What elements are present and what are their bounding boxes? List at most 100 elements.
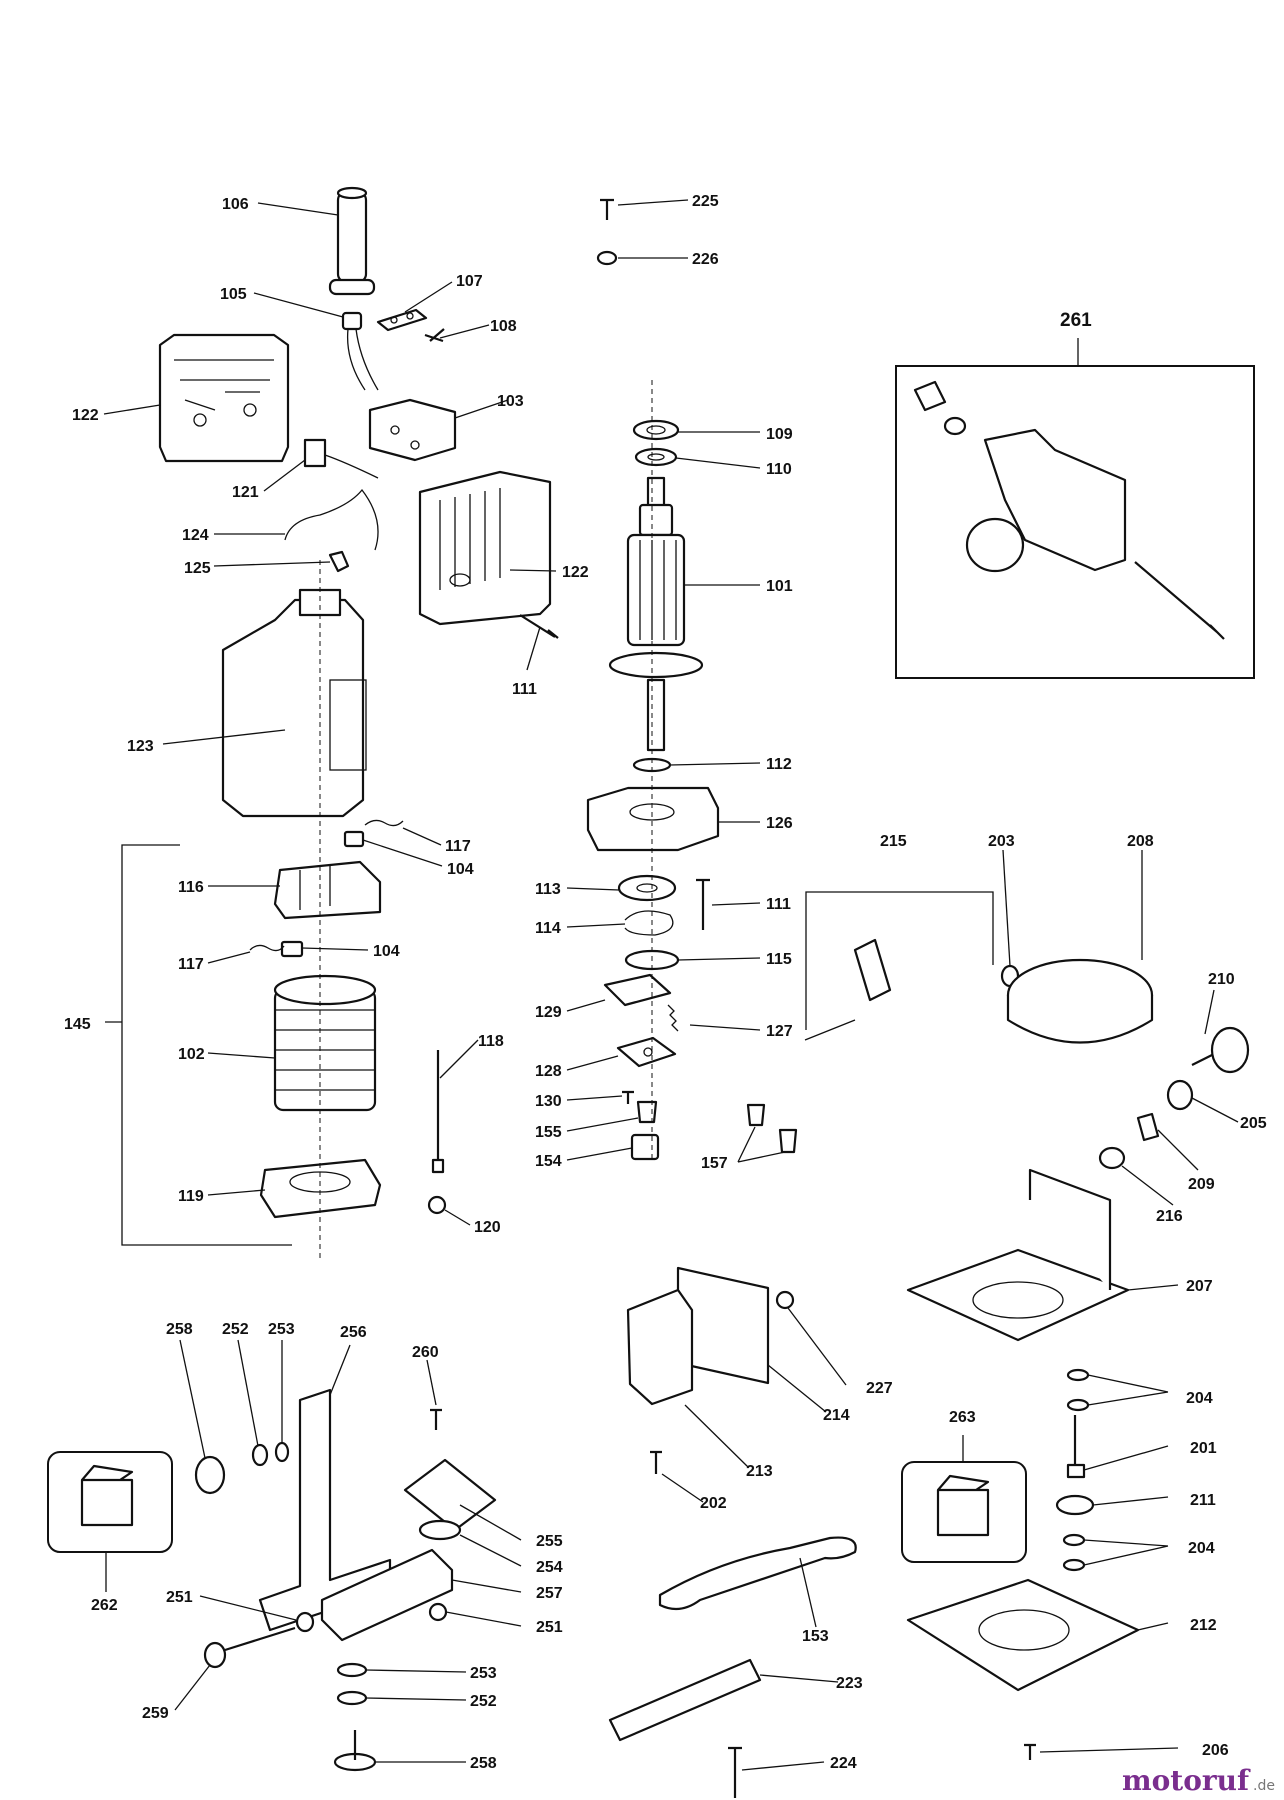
part-111-screw-b xyxy=(696,878,710,930)
callout-108: 108 xyxy=(490,318,517,335)
callout-115: 115 xyxy=(766,951,792,968)
part-116-brush-plate xyxy=(273,860,382,920)
callout-207: 207 xyxy=(1186,1278,1213,1295)
callout-154: 154 xyxy=(535,1153,562,1170)
callout-117a: 117 xyxy=(445,838,471,855)
callout-102: 102 xyxy=(178,1046,205,1063)
part-252-washer-b xyxy=(336,1690,368,1706)
part-206-screw xyxy=(1024,1743,1036,1760)
part-122-housing-rear xyxy=(158,333,290,463)
part-103-switch xyxy=(368,398,457,462)
callout-213: 213 xyxy=(746,1463,773,1480)
part-209-bushing xyxy=(1136,1112,1160,1142)
part-259-thumb-screw xyxy=(203,1626,296,1669)
callout-211: 211 xyxy=(1190,1492,1216,1509)
callout-113: 113 xyxy=(535,881,561,898)
part-226-nut xyxy=(596,250,618,266)
leader-lines xyxy=(103,199,1239,1771)
callout-111a: 111 xyxy=(512,681,537,698)
callout-106: 106 xyxy=(222,196,249,213)
callout-104b: 104 xyxy=(373,943,400,960)
callout-122b: 122 xyxy=(562,564,589,581)
callout-117b: 117 xyxy=(178,956,204,973)
part-128-lock-plate xyxy=(616,1036,677,1068)
callout-127: 127 xyxy=(766,1023,793,1040)
callout-107: 107 xyxy=(456,273,483,290)
callout-216: 216 xyxy=(1156,1208,1183,1225)
part-125-clip xyxy=(328,550,350,573)
callout-204a: 204 xyxy=(1186,1390,1213,1407)
callout-262: 262 xyxy=(91,1597,118,1614)
callout-255: 255 xyxy=(536,1533,563,1550)
part-225-screw xyxy=(600,198,614,220)
kit-263-box xyxy=(901,1461,1027,1563)
part-121-brush-holder xyxy=(303,438,379,479)
callout-258a: 258 xyxy=(166,1321,193,1338)
callout-259: 259 xyxy=(142,1705,169,1722)
part-154-nut xyxy=(630,1133,660,1161)
callout-119: 119 xyxy=(178,1188,204,1205)
part-129-plate xyxy=(603,973,672,1007)
part-113-bearing xyxy=(617,874,677,902)
callout-155: 155 xyxy=(535,1124,562,1141)
part-117-spring-b xyxy=(249,944,285,952)
part-155-collet xyxy=(636,1100,658,1124)
part-253-washer-a xyxy=(274,1441,290,1463)
callout-206: 206 xyxy=(1202,1742,1229,1759)
callout-225: 225 xyxy=(692,193,719,210)
callout-104a: 104 xyxy=(447,861,474,878)
part-104-brush-a xyxy=(343,830,365,848)
callout-103: 103 xyxy=(497,393,524,410)
callout-227: 227 xyxy=(866,1380,893,1397)
callout-251a: 251 xyxy=(166,1589,193,1606)
part-124-spring-wire xyxy=(284,488,379,551)
callout-123: 123 xyxy=(127,738,154,755)
callout-130: 130 xyxy=(535,1093,562,1110)
callout-126: 126 xyxy=(766,815,793,832)
callout-101: 101 xyxy=(766,578,793,595)
part-105-cable xyxy=(341,311,379,391)
part-208-guide-ring xyxy=(1006,958,1154,1044)
box-icon xyxy=(936,1474,990,1537)
part-224-pin xyxy=(728,1746,742,1798)
callout-numbers: 106 105 107 108 122 103 121 124 125 122 … xyxy=(64,193,1267,1772)
kit-261-frame xyxy=(895,365,1255,679)
callout-224: 224 xyxy=(830,1755,857,1772)
part-101-armature xyxy=(608,476,704,752)
callout-112: 112 xyxy=(766,756,792,773)
callout-215: 215 xyxy=(880,833,907,850)
part-202-screw xyxy=(650,1450,662,1474)
part-122-housing-front xyxy=(418,470,552,626)
callout-111b: 111 xyxy=(766,896,791,913)
callout-256: 256 xyxy=(340,1324,367,1341)
part-111-screw-a xyxy=(519,614,559,639)
part-257-slide xyxy=(320,1548,454,1642)
assembly-145-bracket xyxy=(105,844,292,1246)
part-211-knurled-nut xyxy=(1055,1494,1095,1516)
callout-121: 121 xyxy=(232,484,259,501)
part-251-nut-b xyxy=(428,1602,448,1622)
callout-251b: 251 xyxy=(536,1619,563,1636)
callout-226: 226 xyxy=(692,251,719,268)
part-223-bar xyxy=(608,1658,762,1742)
callout-204b: 204 xyxy=(1188,1540,1215,1557)
part-109-bearing xyxy=(632,419,680,441)
watermark-brand: motoruf xyxy=(1122,1764,1251,1797)
callout-202: 202 xyxy=(700,1495,727,1512)
callout-128: 128 xyxy=(535,1063,562,1080)
watermark-suffix: .de xyxy=(1253,1778,1275,1794)
watermark-logo: motoruf .de xyxy=(1122,1764,1275,1797)
callout-254: 254 xyxy=(536,1559,563,1576)
part-205-washer xyxy=(1166,1079,1194,1111)
part-118-long-screw xyxy=(431,1050,445,1174)
part-215-lever xyxy=(804,938,892,1041)
callout-120: 120 xyxy=(474,1219,501,1236)
callout-118: 118 xyxy=(478,1033,504,1050)
callout-129: 129 xyxy=(535,1004,562,1021)
callout-122a: 122 xyxy=(72,407,99,424)
part-254-bearing xyxy=(418,1519,462,1541)
part-117-spring-a xyxy=(364,819,404,827)
callout-210: 210 xyxy=(1208,971,1235,988)
callout-253a: 253 xyxy=(268,1321,295,1338)
